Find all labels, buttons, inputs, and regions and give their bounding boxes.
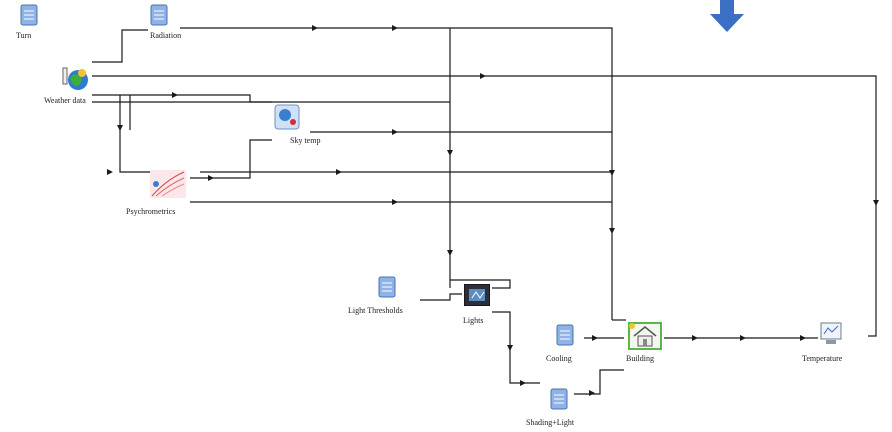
temperature-label: Temperature (802, 354, 843, 363)
shading-light-component[interactable] (550, 388, 568, 410)
sky-temp-label: Sky temp (290, 136, 321, 145)
document-icon (556, 324, 574, 346)
psychrometrics-component[interactable] (150, 170, 186, 198)
psychrometrics-label: Psychrometrics (126, 207, 176, 216)
house-icon (628, 322, 662, 350)
shading-light-label: Shading+Light (526, 418, 575, 427)
light-thresholds-label: Light Thresholds (348, 306, 403, 315)
document-icon (20, 4, 38, 26)
sky-temp-icon (274, 104, 300, 130)
cooling-component[interactable] (556, 324, 574, 346)
controller-icon (463, 283, 491, 307)
monitor-plot-icon (820, 322, 842, 344)
weather-data-label: Weather data (44, 96, 86, 105)
building-label: Building (626, 354, 655, 363)
radiation-component[interactable] (150, 4, 168, 26)
turn-component[interactable] (20, 4, 38, 26)
psychrometric-chart-icon (150, 170, 186, 198)
temperature-component[interactable] (820, 322, 842, 346)
document-icon (378, 276, 396, 298)
weather-data-component[interactable] (60, 64, 90, 92)
lights-label: Lights (463, 316, 484, 325)
document-icon (150, 4, 168, 26)
lights-component[interactable] (463, 283, 491, 307)
cooling-label: Cooling (546, 354, 572, 363)
globe-weather-icon (62, 67, 88, 90)
down-arrow-icon (710, 0, 744, 32)
building-component[interactable] (628, 322, 662, 350)
light-thresholds-component[interactable] (378, 276, 396, 298)
turn-label: Turn (16, 31, 32, 40)
document-icon (550, 388, 568, 410)
radiation-label: Radiation (150, 31, 182, 40)
sky-temp-component[interactable] (274, 104, 300, 130)
